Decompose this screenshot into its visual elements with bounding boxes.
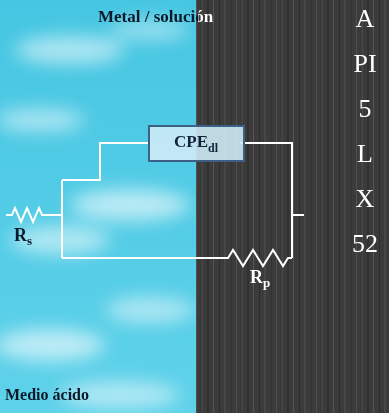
wire [61,180,63,258]
material-label: API5LX52 [352,0,378,266]
element-subscript: dl [208,141,218,155]
element-box: CPEdl [148,125,245,162]
interface-title: Metal / solución [98,8,213,25]
wire [292,214,304,216]
wire [62,143,148,180]
box-text-group: CPEdl [174,133,218,150]
resistor-subscript: s [27,234,32,247]
resistor-label: R [250,268,263,286]
resistor-subscript: p [263,276,270,289]
wire [240,143,292,258]
resistor-symbol [62,250,292,266]
medium-label: Medio ácido [5,387,89,403]
resistor-label: R [14,226,27,244]
clouds [0,20,195,409]
resistor-symbol [6,208,62,222]
element-name: CPE [174,132,208,151]
